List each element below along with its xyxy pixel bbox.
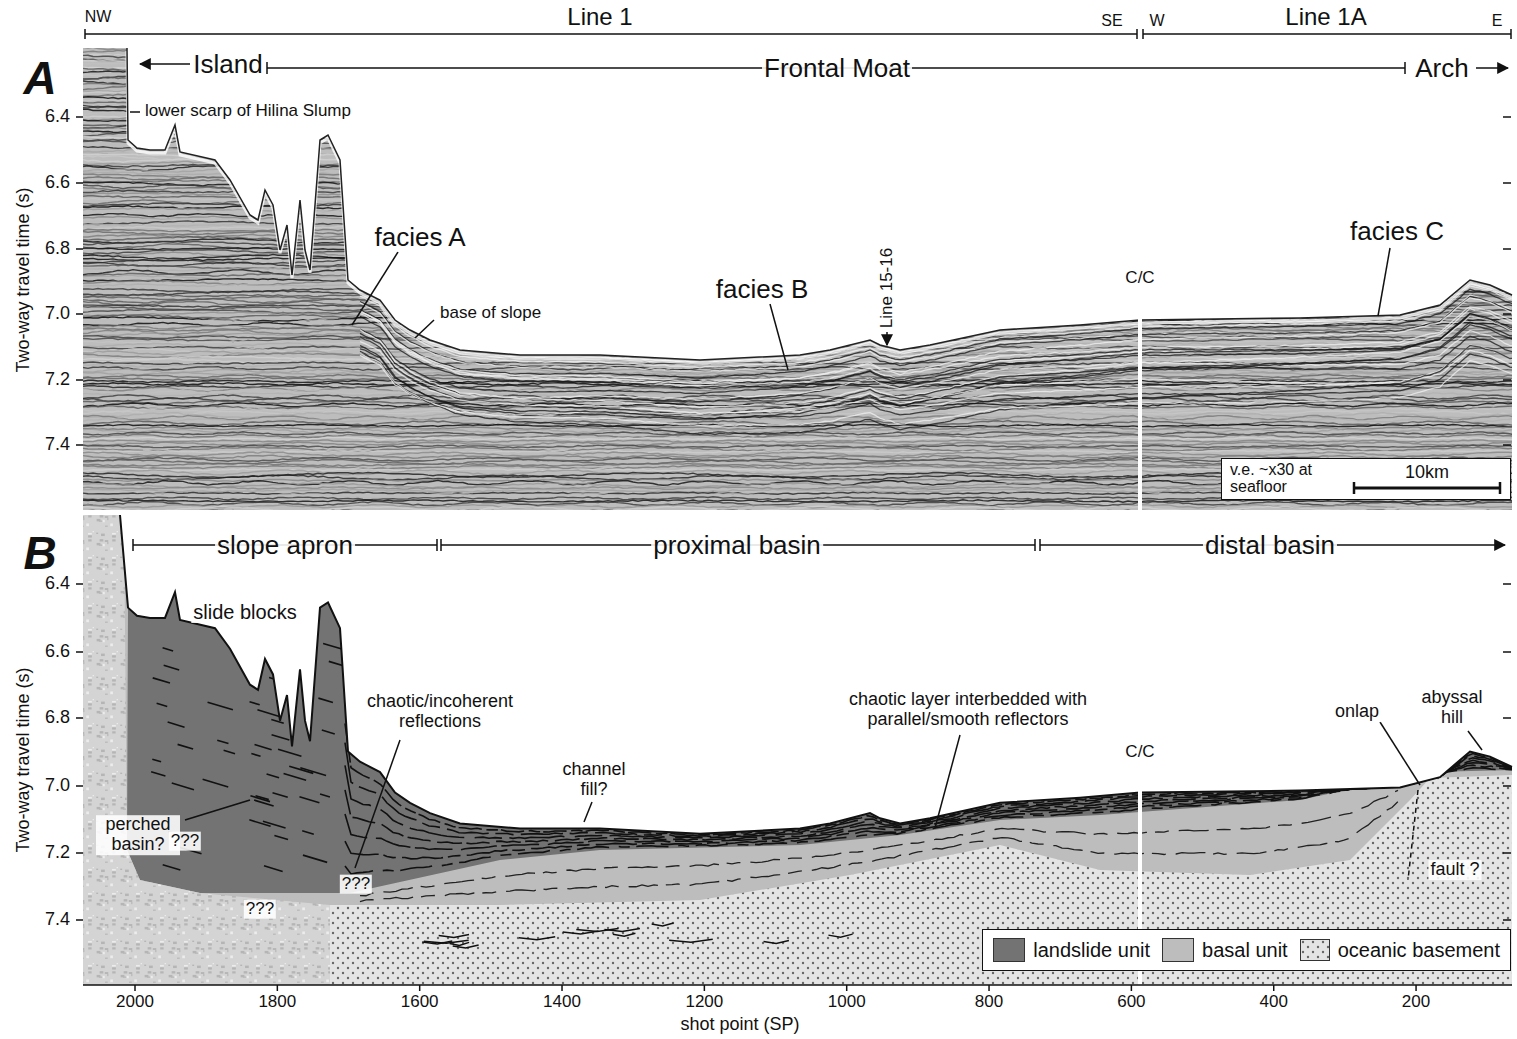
label: Line 1A <box>1283 4 1368 30</box>
label: NW <box>83 8 114 26</box>
label: SE <box>1099 12 1124 30</box>
label: 7.2 <box>43 843 72 863</box>
exaggeration-note: v.e. ~x30 at seafloor <box>1230 462 1342 496</box>
label: shot point (SP) <box>678 1015 801 1035</box>
label: distal basin <box>1203 531 1337 560</box>
cc-marker <box>1138 290 1142 510</box>
label: 6.8 <box>43 708 72 728</box>
seafloor-line <box>120 515 1512 834</box>
label: proximal basin <box>651 531 823 560</box>
label: 7.0 <box>43 776 72 796</box>
label: 6.8 <box>43 239 72 259</box>
legend-text: basal unit <box>1202 939 1288 962</box>
label: B <box>21 528 58 579</box>
scale-label: 10km <box>1405 463 1449 482</box>
brackets <box>85 29 1511 880</box>
legend-text: oceanic basement <box>1338 939 1500 962</box>
scale-group: 10km <box>1352 463 1502 494</box>
label: Two-way travel time (s) <box>14 185 34 374</box>
label: fault ? <box>1428 860 1481 880</box>
label: base of slope <box>438 304 543 323</box>
legend: landslide unit basal unit oceanic basement <box>982 929 1511 971</box>
label: 400 <box>1258 993 1290 1012</box>
legend-swatch <box>1162 938 1194 962</box>
label: channel fill? <box>547 760 641 800</box>
legend-swatch <box>1300 939 1330 961</box>
label: 1800 <box>256 993 298 1012</box>
legend-item: oceanic basement <box>1300 939 1500 962</box>
label: perched basin? <box>96 815 180 855</box>
label: slide blocks <box>191 601 298 623</box>
label: slope apron <box>215 531 355 560</box>
label: 800 <box>973 993 1005 1012</box>
label: 1200 <box>683 993 725 1012</box>
label: 1400 <box>541 993 583 1012</box>
label: W <box>1147 12 1166 30</box>
label: 200 <box>1400 993 1432 1012</box>
label: Island <box>191 50 264 79</box>
label: 1600 <box>399 993 441 1012</box>
legend-swatch <box>993 938 1025 962</box>
label: facies A <box>372 223 467 252</box>
label: E <box>1490 12 1505 30</box>
label: C/C <box>1123 269 1156 288</box>
label: onlap <box>1333 702 1381 722</box>
label: facies C <box>1348 217 1446 246</box>
label: 6.6 <box>43 642 72 662</box>
label: 7.0 <box>43 304 72 324</box>
label: 6.4 <box>43 107 72 127</box>
label: abyssal hill <box>1410 688 1494 728</box>
label: 1000 <box>826 993 868 1012</box>
label: lower scarp of Hilina Slump <box>143 102 353 121</box>
label: 600 <box>1115 993 1147 1012</box>
label: C/C <box>1123 743 1156 762</box>
label: Two-way travel time (s) <box>14 665 34 854</box>
label: 7.4 <box>43 910 72 930</box>
legend-item: basal unit <box>1162 938 1288 962</box>
label: 7.4 <box>43 435 72 455</box>
label: Line 1 <box>565 4 634 30</box>
label: Arch <box>1413 54 1470 83</box>
label: 6.4 <box>43 574 72 594</box>
axes <box>76 117 1512 991</box>
legend-text: landslide unit <box>1033 939 1150 962</box>
seismic-section-a <box>83 44 1515 513</box>
scale-bar <box>1352 482 1502 494</box>
label: 2000 <box>114 993 156 1012</box>
legend-item: landslide unit <box>993 938 1150 962</box>
label: 6.6 <box>43 173 72 193</box>
label: Line 15-16 <box>878 246 897 330</box>
label: 7.2 <box>43 370 72 390</box>
label: Frontal Moat <box>762 54 912 83</box>
label: chaotic layer interbedded with parallel/… <box>801 690 1135 730</box>
label: chaotic/incoherent reflections <box>351 692 530 732</box>
label: ??? <box>169 832 201 851</box>
label: A <box>21 53 58 104</box>
label: facies B <box>714 275 811 304</box>
label: ??? <box>340 875 372 894</box>
label: ??? <box>244 900 276 919</box>
interpretation-b <box>83 515 1515 985</box>
seafloor-line <box>127 48 1512 360</box>
scale-box: v.e. ~x30 at seafloor 10km <box>1221 458 1511 500</box>
